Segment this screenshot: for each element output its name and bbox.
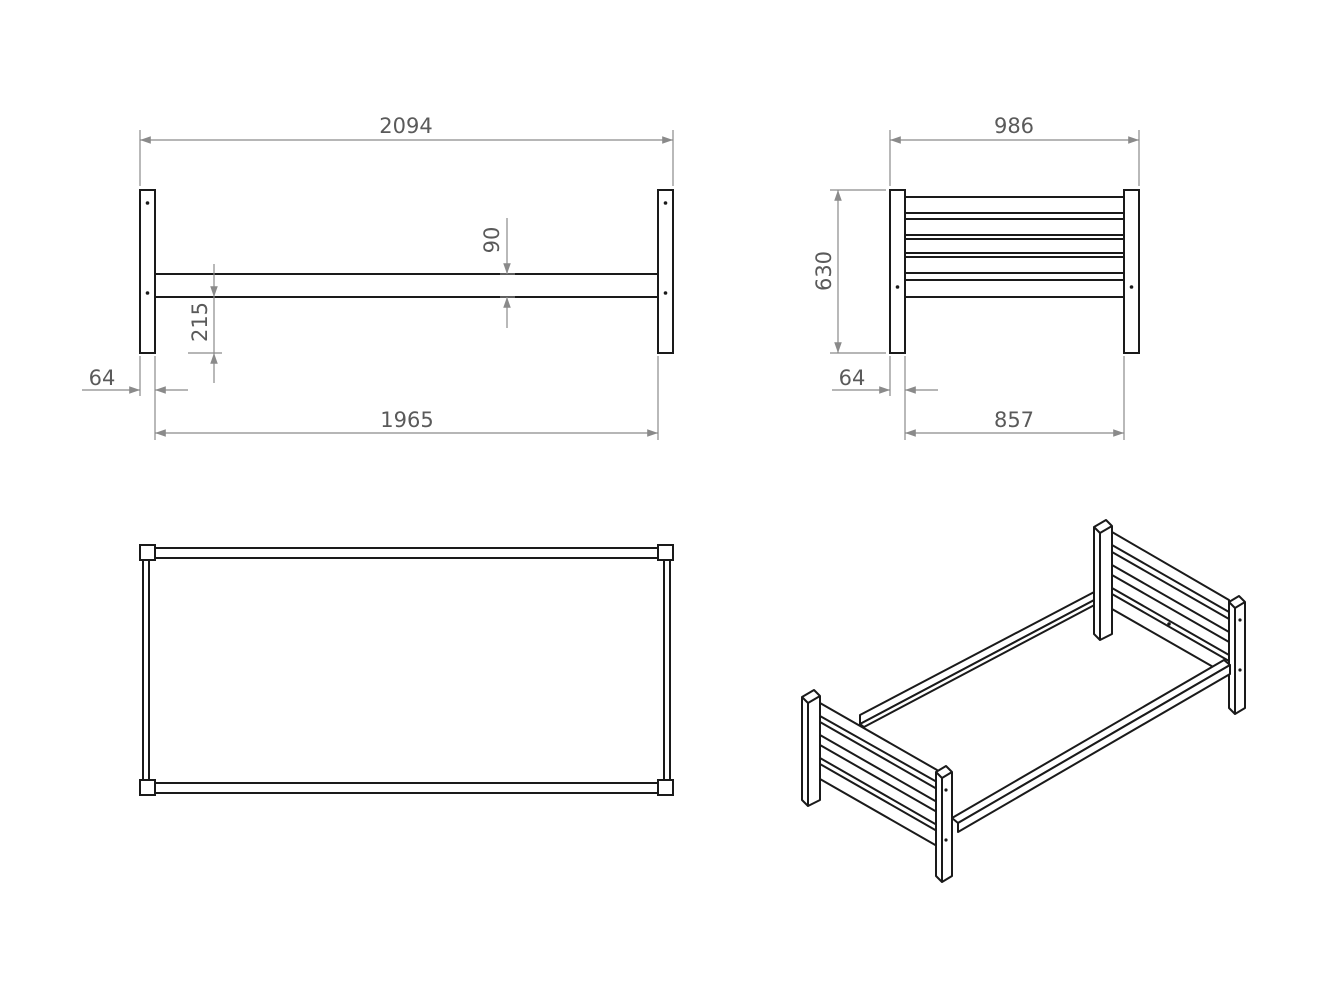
- side-rail: [154, 273, 659, 298]
- dimension-90: 90: [480, 218, 515, 328]
- side-post-width-label: 64: [89, 366, 116, 390]
- dimension-1965: 1965: [155, 356, 659, 440]
- side-total-length-label: 2094: [379, 114, 432, 138]
- side-right-post: [657, 189, 674, 354]
- end-left-post: [889, 189, 906, 354]
- dimension-215: 215: [188, 264, 222, 383]
- end-inner-width-label: 857: [994, 408, 1034, 432]
- end-right-post: [1123, 189, 1140, 354]
- dimension-630: 630: [812, 189, 886, 354]
- iso-far-rail: [859, 589, 1099, 725]
- top-post-tl: [139, 544, 156, 561]
- dimension-986: 986: [889, 114, 1140, 186]
- side-left-post: [139, 189, 156, 354]
- end-total-width-label: 986: [994, 114, 1034, 138]
- dimension-64-end: 64: [832, 356, 938, 440]
- end-view: 986 630 64 857: [812, 114, 1140, 440]
- dimension-64-side: 64: [82, 356, 188, 440]
- top-post-br: [657, 779, 674, 796]
- iso-back-post-right: [1228, 595, 1246, 715]
- top-post-tr: [657, 544, 674, 561]
- side-rail-height-label: 90: [480, 227, 504, 254]
- iso-front-post-right: [935, 765, 953, 883]
- iso-front-post-left: [801, 689, 821, 807]
- top-rail-left: [142, 559, 150, 781]
- top-rail-upper: [154, 547, 659, 559]
- dimension-2094: 2094: [139, 114, 674, 186]
- end-slat-3: [904, 238, 1125, 254]
- side-inner-length-label: 1965: [380, 408, 433, 432]
- dimension-857: 857: [905, 356, 1125, 440]
- end-slat-1: [904, 196, 1125, 214]
- iso-near-rail: [951, 659, 1231, 824]
- iso-back-post-left: [1093, 519, 1113, 641]
- end-height-label: 630: [812, 251, 836, 291]
- end-slat-4: [904, 256, 1125, 274]
- top-view: [139, 544, 674, 796]
- end-slat-2: [904, 218, 1125, 236]
- top-post-bl: [139, 779, 156, 796]
- end-slat-5: [904, 279, 1125, 298]
- isometric-view: [801, 519, 1246, 883]
- top-rail-lower: [154, 782, 659, 794]
- top-rail-right: [663, 559, 671, 781]
- side-view: 2094 90 215 64: [82, 114, 674, 440]
- side-rail-clearance-label: 215: [188, 302, 212, 342]
- end-post-width-label: 64: [839, 366, 866, 390]
